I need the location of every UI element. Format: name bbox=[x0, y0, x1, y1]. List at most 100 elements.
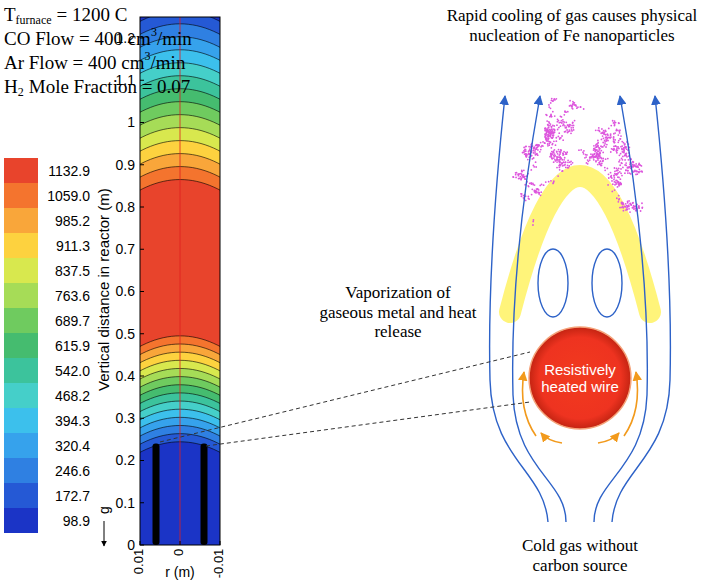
nanoparticle-dot bbox=[539, 151, 541, 153]
nanoparticle-dot bbox=[635, 163, 637, 165]
tick-mark bbox=[140, 541, 141, 545]
nanoparticle-dot bbox=[597, 159, 599, 161]
nanoparticle-dot bbox=[600, 150, 602, 152]
nanoparticle-dot bbox=[623, 149, 625, 151]
nanoparticle-dot bbox=[565, 127, 567, 129]
colorbar-value: 1059.0 bbox=[47, 188, 90, 204]
nanoparticle-dot bbox=[602, 158, 604, 160]
color-swatch bbox=[4, 383, 38, 408]
nanoparticle-dot bbox=[613, 133, 615, 135]
nanoparticle-dot bbox=[619, 154, 621, 156]
nanoparticle-dot bbox=[565, 126, 567, 128]
nanoparticle-dot bbox=[545, 133, 547, 135]
nanoparticle-dot bbox=[597, 153, 599, 155]
nanoparticle-dot bbox=[597, 164, 599, 166]
nanoparticle-dot bbox=[617, 141, 619, 143]
axis-tick-label: 0.9 bbox=[116, 157, 135, 173]
nanoparticle-dot bbox=[552, 143, 554, 145]
nanoparticle-dot bbox=[559, 138, 561, 140]
nanoparticle-dot bbox=[617, 169, 619, 171]
nanoparticle-dot bbox=[614, 139, 616, 141]
nanoparticle-dot bbox=[607, 158, 609, 160]
nanoparticle-dot bbox=[557, 129, 559, 131]
nanoparticle-dot bbox=[560, 157, 562, 159]
nanoparticle-dot bbox=[572, 101, 574, 103]
wire-circle bbox=[529, 327, 631, 429]
nanoparticle-dot bbox=[616, 173, 618, 175]
nanoparticle-dot bbox=[533, 157, 535, 159]
nanoparticle-dot bbox=[609, 137, 611, 139]
colorbar-value: 246.6 bbox=[55, 463, 90, 479]
nanoparticle-dot bbox=[617, 172, 619, 174]
nanoparticle-dot bbox=[528, 186, 530, 188]
nanoparticle-dot bbox=[556, 151, 558, 153]
nanoparticle-dot bbox=[532, 150, 534, 152]
nanoparticle-dot bbox=[595, 161, 597, 163]
nanoparticle-dot bbox=[625, 169, 627, 171]
nanoparticle-dot bbox=[602, 142, 604, 144]
nanoparticle-dot bbox=[548, 104, 550, 106]
nanoparticle-dot bbox=[578, 149, 580, 151]
electrode-rod bbox=[201, 444, 208, 545]
nanoparticle-dot bbox=[561, 170, 563, 172]
nanoparticle-dot bbox=[520, 178, 522, 180]
heated-wire-circle: Resistively heated wire bbox=[528, 326, 632, 430]
nanoparticle-dot bbox=[601, 164, 603, 166]
nanoparticle-dot bbox=[616, 174, 618, 176]
nanoparticle-dot bbox=[556, 156, 558, 158]
nanoparticle-dot bbox=[600, 160, 602, 162]
nanoparticle-dot bbox=[610, 175, 612, 177]
nanoparticle-dot bbox=[551, 153, 553, 155]
nanoparticle-dot bbox=[521, 195, 523, 197]
nanoparticle-dot bbox=[607, 184, 609, 186]
parameter-text: H bbox=[4, 76, 18, 98]
nanoparticle-dot bbox=[565, 167, 567, 169]
nanoparticle-dot bbox=[558, 156, 560, 158]
nanoparticle-dot bbox=[618, 168, 620, 170]
nanoparticle-dot bbox=[550, 180, 552, 182]
nanoparticle-dot bbox=[549, 125, 551, 127]
nanoparticle-dot bbox=[620, 162, 622, 164]
nanoparticle-dot bbox=[615, 182, 617, 184]
nanoparticle-dot bbox=[626, 167, 628, 169]
nanoparticle-dot bbox=[537, 149, 539, 151]
nanoparticle-dot bbox=[621, 148, 623, 150]
nanoparticle-dot bbox=[548, 181, 550, 183]
nanoparticle-dot bbox=[520, 173, 522, 175]
nanoparticle-dot bbox=[538, 192, 540, 194]
nanoparticle-dot bbox=[528, 152, 530, 154]
nanoparticle-dot bbox=[556, 161, 558, 163]
annotation: Cold gas without carbon source bbox=[505, 536, 655, 575]
nanoparticle-dot bbox=[633, 171, 635, 173]
nanoparticle-dot bbox=[525, 200, 527, 202]
nanoparticle-dot bbox=[565, 121, 567, 123]
nanoparticle-dot bbox=[551, 144, 553, 146]
nanoparticle-dot bbox=[574, 104, 576, 106]
nanoparticle-dot bbox=[601, 163, 603, 165]
nanoparticle-dot bbox=[580, 106, 582, 108]
nanoparticle-dot bbox=[609, 137, 611, 139]
tick-mark bbox=[140, 333, 144, 334]
nanoparticle-dot bbox=[595, 149, 597, 151]
nanoparticle-dot bbox=[594, 156, 596, 158]
nanoparticle-dot bbox=[554, 99, 556, 101]
nanoparticle-dot bbox=[569, 100, 571, 102]
nanoparticle-dot bbox=[559, 161, 561, 163]
nanoparticle-dot bbox=[619, 159, 621, 161]
nanoparticle-dot bbox=[638, 172, 640, 174]
nanoparticle-dot bbox=[519, 177, 521, 179]
nanoparticle-dot bbox=[602, 152, 604, 154]
nanoparticle-dot bbox=[620, 135, 622, 137]
axis-tick-label: -0.01 bbox=[213, 549, 228, 579]
nanoparticle-dot bbox=[550, 102, 552, 104]
nanoparticle-dot bbox=[615, 122, 617, 124]
nanoparticle-dot bbox=[611, 191, 613, 193]
nanoparticle-dot bbox=[522, 152, 524, 154]
nanoparticle-dot bbox=[551, 158, 553, 160]
nanoparticle-dot bbox=[572, 108, 574, 110]
nanoparticle-dot bbox=[567, 167, 569, 169]
nanoparticle-dot bbox=[618, 181, 620, 183]
nanoparticle-dot bbox=[542, 141, 544, 143]
nanoparticle-dot bbox=[533, 147, 535, 149]
nanoparticle-dot bbox=[566, 151, 568, 153]
